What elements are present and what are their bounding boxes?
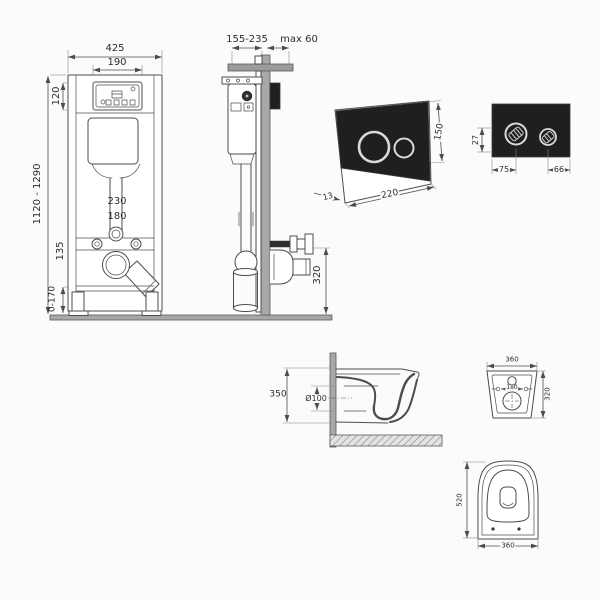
pan-rear-view [486,362,546,419]
dim-frame-fixing-lower: 180 [107,211,127,222]
dim-pan-plan-length: 520 [455,493,464,507]
dim-frame-overall-width: 425 [105,43,125,54]
flush-plate-front-view [477,103,571,174]
floor-line [49,314,333,321]
flush-button-small [539,128,557,146]
dim-pan-pipe-diameter: Ø100 [304,394,328,403]
dim-pan-side-height: 350 [269,389,287,400]
dim-pan-rear-width: 360 [505,355,519,364]
flush-button-large [357,130,391,164]
flush-button-large [504,122,528,146]
dim-frame-opening-height: 120 [51,86,62,106]
dim-frame-feet-adjustment: 0-170 [47,285,58,313]
dim-frame-opening-width: 190 [107,57,127,68]
frame-side-view [221,45,330,316]
dim-plate2-left-margin: 75 [497,165,511,174]
dim-plate2-button-offset: 27 [471,134,480,146]
dim-side-mounting-depth: 155-235 [226,34,268,45]
frame-front-view [45,50,163,316]
dim-frame-drain-offset: 135 [55,241,66,261]
dim-side-outlet-height: 320 [312,265,323,285]
dim-plate2-right-margin: 66 [552,165,566,174]
flush-button-small [393,137,415,159]
dim-frame-fixing-upper: 230 [107,196,127,207]
dim-side-max-wall-finish: max 60 [280,34,318,45]
pan-side-view [283,352,443,448]
dim-pan-rear-height: 320 [543,387,552,401]
pan-plan-view [463,460,539,549]
dim-pan-rear-bolt-spacing: 180 [505,384,519,391]
dim-frame-height-range: 1120 - 1290 [32,163,43,225]
dim-pan-plan-width: 360 [500,541,516,550]
